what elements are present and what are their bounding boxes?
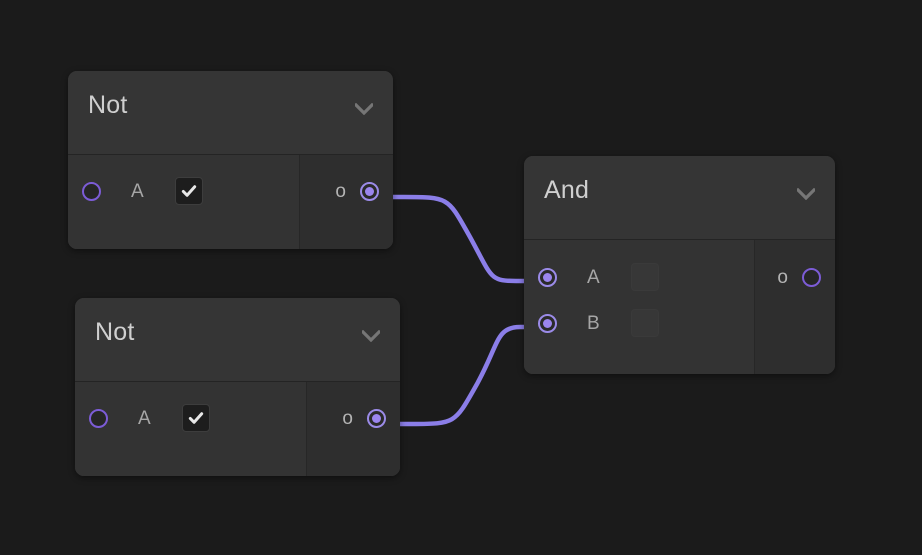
node-title: Not [88,91,128,119]
output-column: o [306,382,400,476]
node-not-1[interactable]: Not A [68,71,393,249]
input-row[interactable]: B [524,300,754,346]
node-header[interactable]: Not [68,71,393,154]
edge-not2-to-and-b[interactable] [390,324,540,427]
node-header[interactable]: And [524,156,835,239]
node-header[interactable]: Not [75,298,400,381]
output-row[interactable]: o [307,395,400,441]
output-column: o [754,240,835,374]
input-label: A [138,407,151,429]
node-body: A B o [524,240,835,374]
node-title: And [544,176,590,204]
input-checkbox[interactable] [174,177,203,205]
output-column: o [299,155,393,249]
input-checkbox[interactable] [630,309,659,337]
output-port[interactable] [802,267,821,287]
input-label: A [587,266,600,288]
input-column: A [75,382,306,476]
header-divider [524,239,835,240]
input-column: A B [524,240,754,374]
node-body: A o [75,382,400,476]
input-column: A [68,155,299,249]
node-not-2[interactable]: Not A [75,298,400,476]
header-divider [68,154,393,155]
edge-not1-to-and-a[interactable] [383,194,537,284]
input-row[interactable]: A [524,254,754,300]
output-port[interactable] [360,181,379,201]
input-port[interactable] [538,267,557,287]
chevron-down-icon[interactable] [355,103,373,115]
input-checkbox[interactable] [630,263,659,291]
input-port[interactable] [89,408,108,428]
output-label: o [342,407,353,429]
output-label: o [335,180,346,202]
input-port[interactable] [538,313,557,333]
node-and-1[interactable]: And A B [524,156,835,374]
output-label: o [777,266,788,288]
chevron-down-icon[interactable] [362,330,380,342]
input-checkbox[interactable] [181,404,210,432]
output-row[interactable]: o [300,168,393,214]
node-body: A o [68,155,393,249]
chevron-down-icon[interactable] [797,188,815,200]
input-row[interactable]: A [68,168,299,214]
output-row[interactable]: o [755,254,835,300]
node-title: Not [95,318,135,346]
input-label: B [587,312,600,334]
header-divider [75,381,400,382]
input-row[interactable]: A [75,395,306,441]
input-port[interactable] [82,181,101,201]
output-port[interactable] [367,408,386,428]
input-label: A [131,180,144,202]
